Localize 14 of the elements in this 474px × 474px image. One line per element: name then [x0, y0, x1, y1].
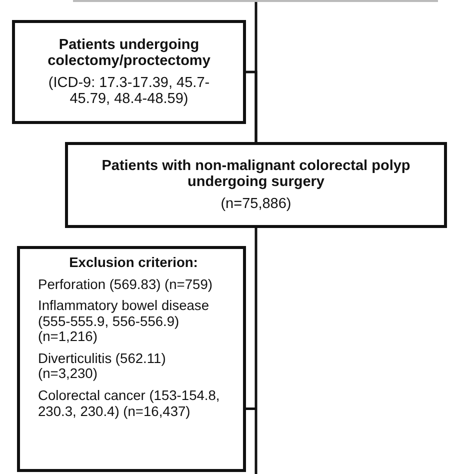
process-box [12, 20, 246, 124]
box-heading: Patients undergoing colectomy/proctectomy [46, 36, 212, 70]
box-text: (n=75,886) [220, 196, 292, 212]
criterion-text: Colorectal cancer (153-154.8, 230.3, 230.4) (n=16,437) [38, 388, 221, 420]
box-heading: Exclusion criterion: [68, 255, 199, 271]
connector-line [246, 70, 258, 142]
process-box [65, 142, 447, 228]
box-text: (ICD-9: 17.3-17.39, 45.7-45.79, 48.4-48.59) [47, 74, 211, 108]
connector-line [244, 226, 258, 474]
criterion-text: Perforation (569.83) (n=759) [38, 276, 214, 292]
criterion-text: Inflammatory bowel disease (555-555.9, 556-556.9) (n=1,216) [38, 298, 210, 345]
exclusion-box [17, 246, 246, 472]
box-heading: Patients with non-malignant colorectal polyp undergoing surgery [100, 158, 412, 191]
criterion-text: Diverticulitis (562.11) (n=3,230) [38, 350, 167, 382]
